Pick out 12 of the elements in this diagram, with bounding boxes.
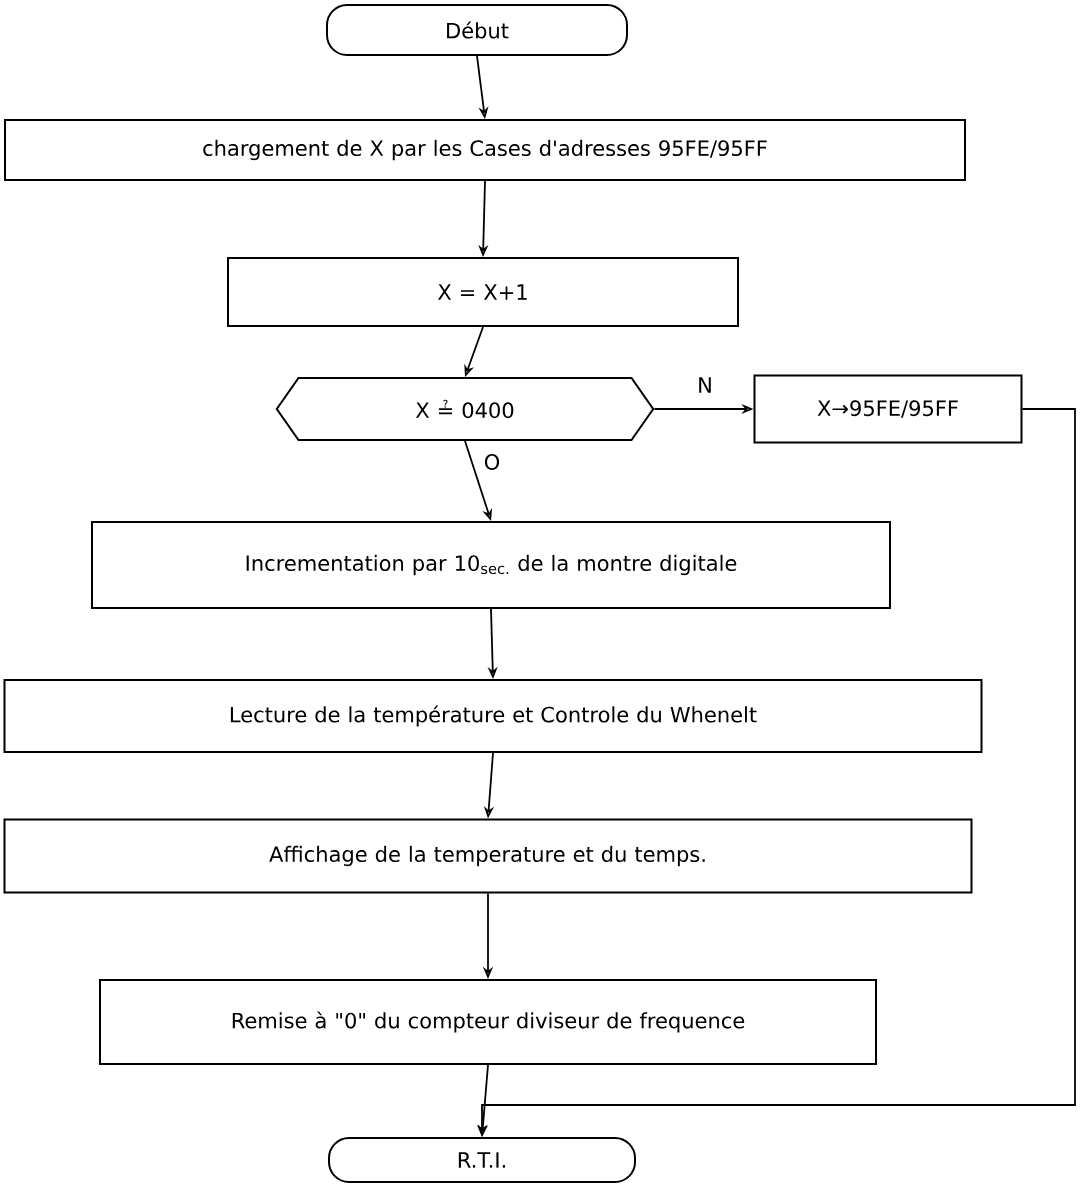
process-box: Remise à "0" du compteur diviseur de frequence: [99, 979, 877, 1065]
process-box: Lecture de la température et Controle du Whenelt: [3, 679, 983, 753]
terminal-box: R.T.I.: [328, 1137, 636, 1183]
edge-label: O: [484, 454, 500, 470]
edge-label: N: [699, 377, 711, 393]
process-box: Incrementation par 10$_{sec.}$ de la montre digitale: [91, 521, 891, 609]
process-box: Affichage de la temperature et du temps.: [3, 818, 973, 894]
decision-hexagon: X ≟ 0400: [275, 377, 655, 441]
terminal-box: Début: [326, 4, 628, 56]
process-box: X→95FE/95FF: [753, 374, 1023, 444]
process-box: X = X+1: [227, 257, 739, 327]
process-box: chargement de X par les Cases d'adresses 95FE/95FF: [4, 119, 966, 181]
